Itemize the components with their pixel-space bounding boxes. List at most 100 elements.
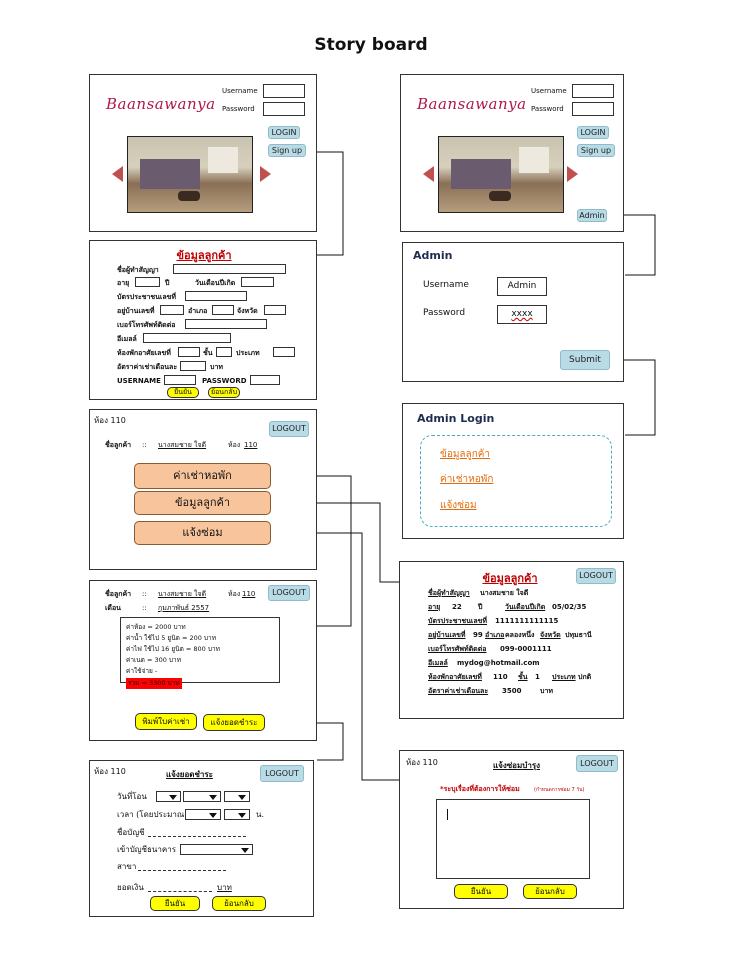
date-month-select[interactable] bbox=[183, 791, 221, 802]
admin-link-customers[interactable]: ข้อมูลลูกค้า bbox=[440, 449, 491, 460]
account-name-input[interactable] bbox=[148, 836, 246, 837]
bank-select[interactable] bbox=[180, 844, 253, 855]
field-label: อัตราค่าเช่าเดือนละ bbox=[117, 363, 178, 371]
bank-label: เข้าบัญชีธนาคาร bbox=[117, 845, 177, 854]
rent-button[interactable]: ค่าเช่าหอพัก bbox=[134, 463, 271, 489]
username-label: Username bbox=[531, 87, 567, 95]
payment-notify-screen: ห้อง 110 แจ้งยอดชำระ LOGOUT วันที่โอน เว… bbox=[89, 760, 314, 917]
info-label: วันเดือนปีเกิด bbox=[505, 603, 546, 611]
floor-input[interactable] bbox=[216, 347, 232, 357]
info-value: 1111111111115 bbox=[495, 617, 559, 625]
admin-password-input[interactable]: xxxx bbox=[497, 305, 547, 324]
carousel-next-icon[interactable] bbox=[567, 166, 578, 182]
info-label: บัตรประชาชนเลขที่ bbox=[428, 617, 488, 625]
username-input[interactable] bbox=[572, 84, 614, 98]
id-card-input[interactable] bbox=[185, 291, 247, 301]
repair-title: แจ้งซ่อมบำรุง bbox=[493, 761, 541, 770]
logout-button[interactable]: LOGOUT bbox=[576, 755, 618, 772]
rent-bill-screen: ชื่อลูกค้า :: นางสมชาย ใจดี ห้อง 110 LOG… bbox=[89, 580, 317, 741]
logout-button[interactable]: LOGOUT bbox=[268, 585, 310, 601]
bill-line: ค่าห้อง = 2000 บาท bbox=[126, 623, 186, 631]
age-input[interactable] bbox=[135, 277, 160, 287]
password-input[interactable] bbox=[572, 102, 614, 116]
signup-username-input[interactable] bbox=[164, 375, 196, 385]
logout-button[interactable]: LOGOUT bbox=[260, 765, 304, 782]
admin-button[interactable]: Admin bbox=[577, 209, 607, 222]
carousel-prev-icon[interactable] bbox=[423, 166, 434, 182]
customer-label: ชื่อลูกค้า bbox=[105, 441, 132, 449]
room-photo bbox=[127, 136, 253, 213]
field-label: อายุ bbox=[117, 279, 130, 287]
field-label: วันเดือนปีเกิด bbox=[195, 279, 236, 287]
date-day-select[interactable] bbox=[156, 791, 181, 802]
payment-title: แจ้งยอดชำระ bbox=[166, 770, 213, 779]
carousel-prev-icon[interactable] bbox=[112, 166, 123, 182]
rent-input[interactable] bbox=[180, 361, 206, 371]
back-button[interactable]: ย้อนกลับ bbox=[208, 387, 240, 398]
info-value: 099-0001111 bbox=[500, 645, 552, 653]
admin-link-repair[interactable]: แจ้งซ่อม bbox=[440, 500, 477, 511]
confirm-button[interactable]: ยืนยัน bbox=[150, 896, 200, 911]
bill-line: ค่าไฟ ใช้ไป 16 ยูนิต = 800 บาท bbox=[126, 645, 220, 653]
repair-prompt: *ระบุเรื่องที่ต้องการให้ซ่อม bbox=[440, 785, 520, 793]
email-input[interactable] bbox=[143, 333, 231, 343]
amount-input[interactable] bbox=[148, 891, 212, 892]
info-value: 1 bbox=[535, 673, 540, 681]
info-value: 05/02/35 bbox=[552, 603, 587, 611]
info-label: ชื่อผู้ทำสัญญา bbox=[428, 589, 470, 597]
bill-lines: ค่าห้อง = 2000 บาท ค่าน้ำ ใช้ไป 5 ยูนิต … bbox=[126, 623, 220, 678]
back-button[interactable]: ย้อนกลับ bbox=[212, 896, 266, 911]
date-year-select[interactable] bbox=[224, 791, 250, 802]
field-label: ปี bbox=[165, 279, 170, 287]
info-value: คลองหนึ่ง bbox=[505, 631, 535, 639]
back-button[interactable]: ย้อนกลับ bbox=[523, 884, 577, 899]
submit-button[interactable]: Submit bbox=[560, 350, 610, 370]
phone-input[interactable] bbox=[185, 319, 267, 329]
info-label: บาท bbox=[540, 687, 553, 695]
time-minute-select[interactable] bbox=[224, 809, 250, 820]
branch-input[interactable] bbox=[138, 870, 226, 871]
logout-button[interactable]: LOGOUT bbox=[576, 568, 616, 584]
room-no-input[interactable] bbox=[178, 347, 200, 357]
info-value: ปกติ bbox=[578, 673, 592, 681]
confirm-button[interactable]: ยืนยัน bbox=[167, 387, 199, 398]
contract-name-input[interactable] bbox=[173, 264, 286, 274]
repair-button[interactable]: แจ้งซ่อม bbox=[134, 521, 271, 545]
password-label: Password bbox=[222, 105, 255, 113]
logout-button[interactable]: LOGOUT bbox=[269, 421, 309, 437]
login-button[interactable]: LOGIN bbox=[577, 126, 609, 139]
customer-info-button[interactable]: ข้อมูลลูกค้า bbox=[134, 491, 271, 515]
house-no-input[interactable] bbox=[160, 305, 184, 315]
separator: :: bbox=[142, 604, 147, 612]
username-input[interactable] bbox=[263, 84, 305, 98]
separator: :: bbox=[142, 590, 147, 598]
repair-detail-textarea[interactable] bbox=[436, 799, 590, 879]
confirm-button[interactable]: ยืนยัน bbox=[454, 884, 508, 899]
time-hour-select[interactable] bbox=[185, 809, 221, 820]
password-input[interactable] bbox=[263, 102, 305, 116]
signup-button[interactable]: Sign up bbox=[268, 144, 306, 157]
admin-username-input[interactable]: Admin bbox=[497, 277, 547, 296]
info-value: นางสมชาย ใจดี bbox=[480, 589, 529, 597]
room-label: ห้อง 110 bbox=[94, 767, 126, 776]
login-button[interactable]: LOGIN bbox=[268, 126, 300, 139]
bill-total: รวม = 3300 บาท bbox=[126, 678, 182, 689]
district-input[interactable] bbox=[212, 305, 234, 315]
signup-button[interactable]: Sign up bbox=[577, 144, 615, 157]
print-bill-button[interactable]: พิมพ์ใบค่าเช่า bbox=[135, 713, 197, 730]
admin-title: Admin bbox=[413, 249, 453, 262]
birthdate-input[interactable] bbox=[241, 277, 274, 287]
admin-link-rent[interactable]: ค่าเช่าหอพัก bbox=[440, 474, 494, 485]
customer-name: นางสมชาย ใจดี bbox=[158, 441, 207, 449]
amount-label: ยอดเงิน bbox=[117, 883, 144, 892]
notify-payment-button[interactable]: แจ้งยอดชำระ bbox=[203, 714, 265, 731]
info-value: mydog@hotmail.com bbox=[457, 659, 540, 667]
username-label: Username bbox=[423, 280, 469, 290]
carousel-next-icon[interactable] bbox=[260, 166, 271, 182]
room-no-label: ห้อง bbox=[228, 590, 241, 598]
province-input[interactable] bbox=[264, 305, 286, 315]
month-value: กุมภาพันธ์ 2557 bbox=[158, 604, 210, 612]
page-title: Story board bbox=[314, 35, 428, 55]
room-type-input[interactable] bbox=[273, 347, 295, 357]
signup-password-input[interactable] bbox=[250, 375, 280, 385]
